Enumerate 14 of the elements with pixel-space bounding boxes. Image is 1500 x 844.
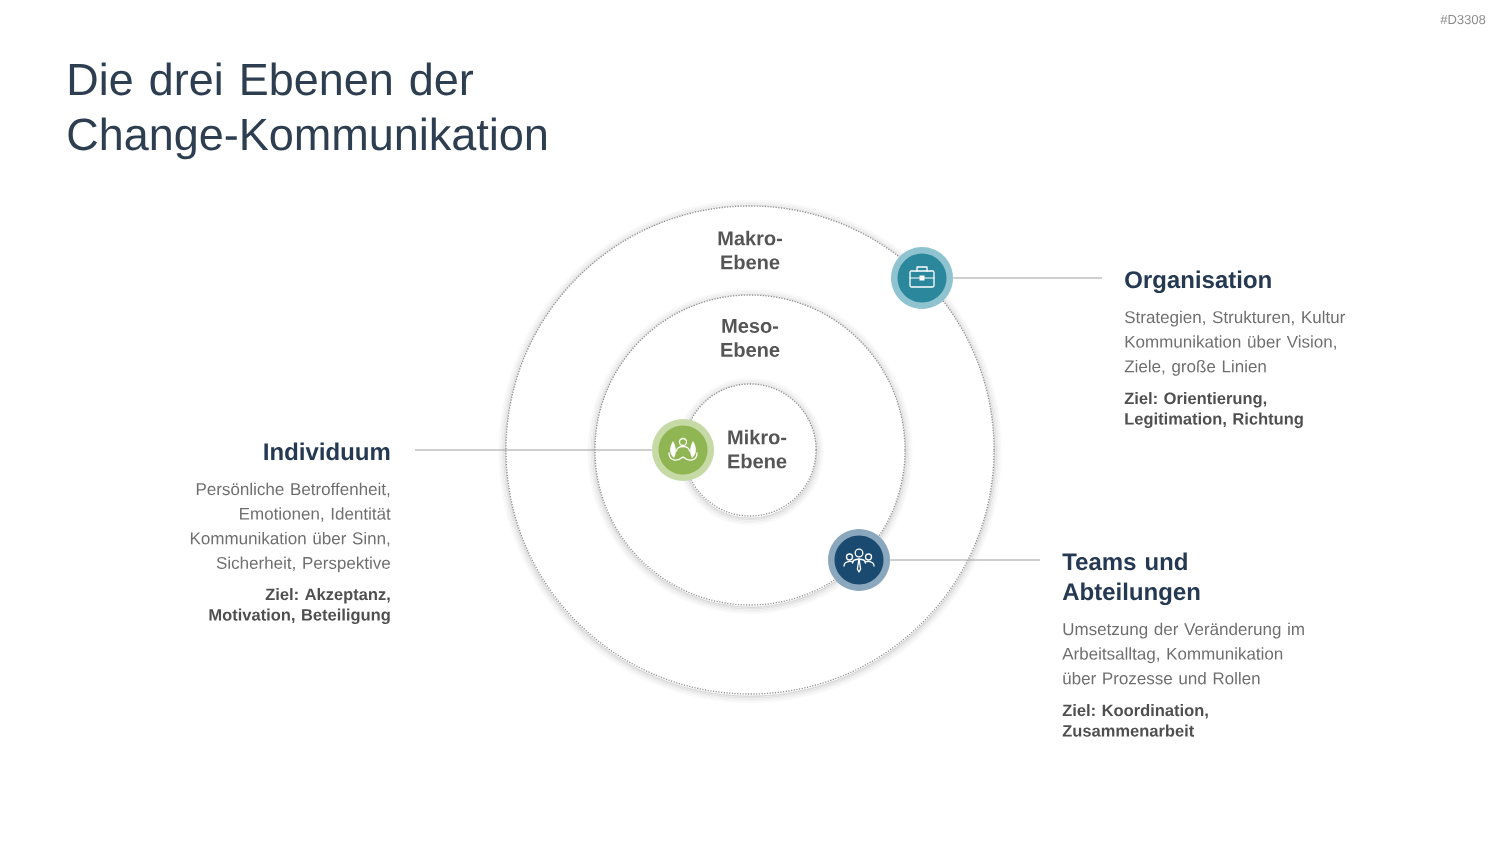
heading: Organisation	[1125, 270, 1271, 294]
goal-text: Ziel: Koordination, Zusammenarbeit	[1062, 704, 1208, 737]
leader-line	[952, 277, 1103, 279]
heading: Teams und Abteilungen	[1062, 552, 1200, 606]
goal-text: Ziel: Orientierung, Legitimation, Richtung	[1124, 392, 1303, 428]
description: Umsetzung der Veränderung im Arbeitsalltag, Kommunikation über Prozesse und Rollen	[1062, 622, 1304, 685]
heading: Individuum	[264, 442, 390, 461]
goal-text: Ziel: Akzeptanz, Motivation, Beteiligung	[209, 588, 390, 624]
leader-line	[414, 449, 653, 451]
description: Persönliche Betroffenheit, Emotionen, Identität Kommunikation über Sinn, Sicherheit, Perspektive	[190, 482, 391, 573]
title: Die drei Ebenen der Change-Kommunikation	[68, 62, 546, 160]
leader-line	[889, 559, 1041, 561]
description: Strategien, Strukturen, Kultur Kommunikation über Vision, Ziele, große Linien	[1124, 310, 1345, 376]
reference-code: #D3308	[1440, 14, 1486, 25]
